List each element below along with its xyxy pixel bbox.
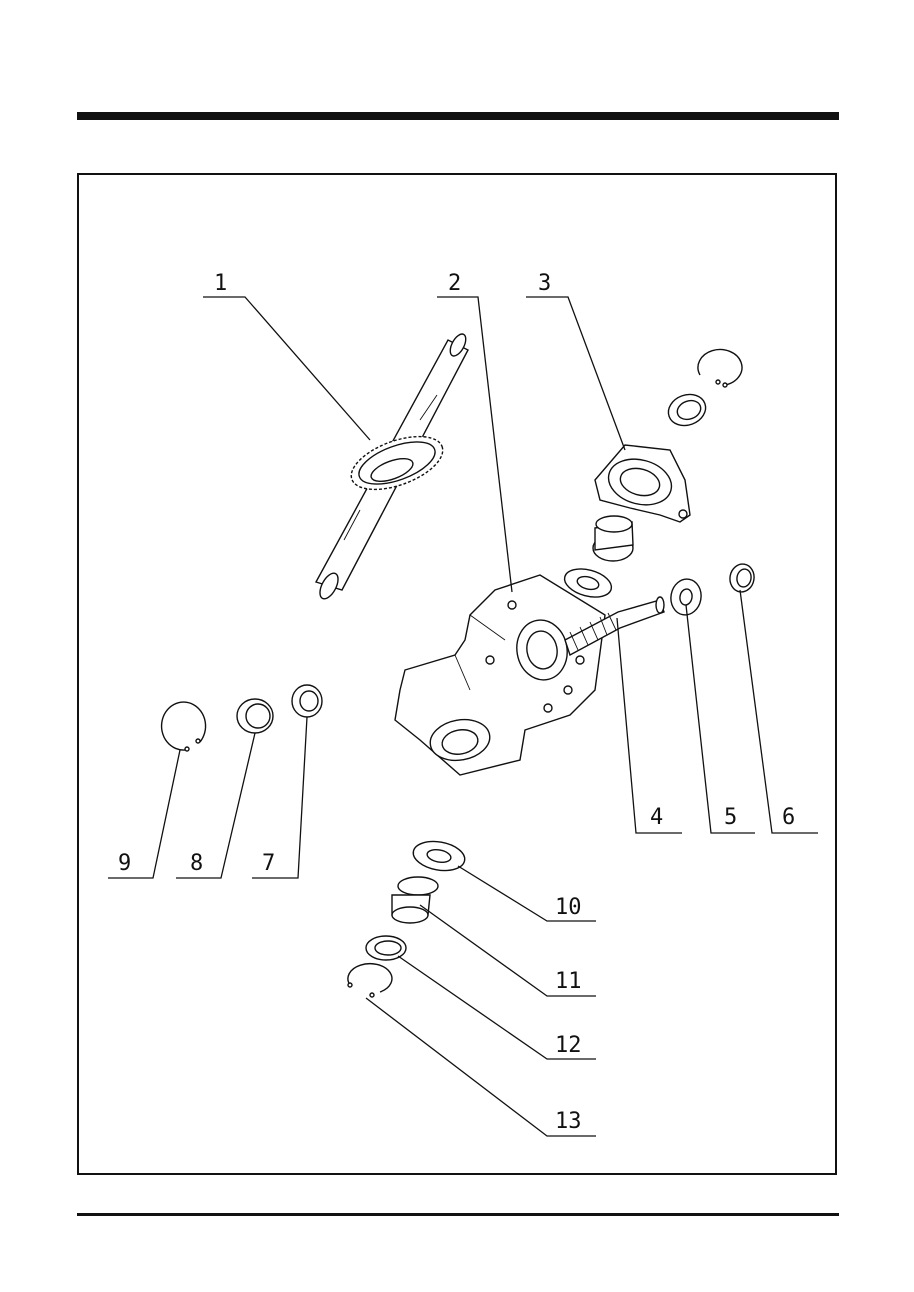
callout-8: 8 [176, 733, 255, 878]
callout-4: 4 [617, 618, 682, 833]
callout-label-10: 10 [555, 895, 582, 920]
part-8-bushing [237, 699, 273, 733]
callout-label-11: 11 [555, 969, 582, 994]
callout-label-2: 2 [448, 271, 461, 296]
callout-6: 6 [740, 590, 818, 833]
cover-retaining-ring [698, 349, 742, 387]
part-10-washer [411, 838, 467, 875]
callout-3: 3 [526, 271, 625, 450]
part-2-gear-housing [395, 575, 605, 775]
callout-label-3: 3 [538, 271, 551, 296]
callout-13: 13 [366, 998, 596, 1136]
callout-label-4: 4 [650, 805, 663, 830]
callout-1: 1 [203, 271, 370, 440]
callout-label-1: 1 [214, 271, 227, 296]
callout-9: 9 [108, 750, 180, 878]
callout-label-12: 12 [555, 1033, 582, 1058]
callout-5: 5 [686, 605, 755, 833]
part-6-needle-bearing [728, 562, 756, 594]
callout-label-6: 6 [782, 805, 795, 830]
callout-2: 2 [437, 271, 512, 592]
callout-7: 7 [252, 717, 307, 878]
callout-label-8: 8 [190, 851, 203, 876]
callout-10: 10 [458, 866, 596, 921]
callout-label-5: 5 [724, 805, 737, 830]
part-3-housing-cover [595, 445, 690, 522]
callout-label-7: 7 [262, 851, 275, 876]
part-9-retaining-ring [162, 702, 206, 751]
callout-label-13: 13 [555, 1109, 582, 1134]
cover-oil-seal [664, 389, 710, 430]
part-13-retaining-ring [348, 964, 392, 997]
part-11-flanged-bushing [392, 877, 438, 923]
part-12-oil-seal [366, 936, 406, 960]
part-5-bearing [668, 577, 704, 618]
part-1-shaft-with-gear [316, 332, 469, 602]
callout-label-9: 9 [118, 851, 131, 876]
part-7-needle-bearing [292, 685, 322, 717]
cover-bushing [593, 516, 633, 561]
